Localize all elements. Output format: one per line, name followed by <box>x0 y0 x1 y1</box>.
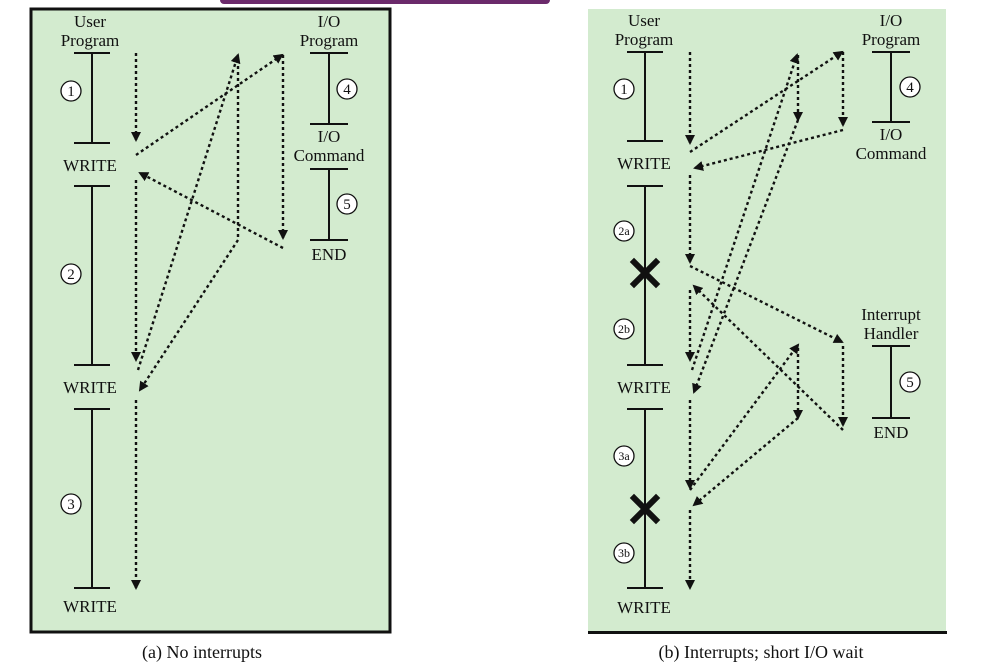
top-accent-bar <box>220 0 550 4</box>
write-label-1-b: WRITE <box>617 154 671 173</box>
step-5-number-b: 5 <box>906 375 914 391</box>
user-program-label-line2: Program <box>61 31 120 50</box>
step-2b-marker <box>613 318 635 340</box>
io-program-label-line1-b: I/O <box>880 11 903 30</box>
step-5-marker-b <box>899 371 921 393</box>
flow-b-return-1 <box>693 128 844 171</box>
step-1-marker-b <box>613 78 635 100</box>
user-program-label-line1-b: User <box>628 11 660 30</box>
end-label-b: END <box>874 423 909 442</box>
segment-4-bracket <box>310 52 348 125</box>
flow-b-return-3 <box>692 119 800 394</box>
flow-b-return-4 <box>692 417 799 507</box>
step-5-number: 5 <box>343 197 351 213</box>
write-label-3-b: WRITE <box>617 598 671 617</box>
step-2a-number: 2a <box>618 224 630 238</box>
step-4-marker-b <box>899 76 921 98</box>
caption-b: (b) Interrupts; short I/O wait <box>659 642 864 663</box>
interrupt-handler-label-line1: Interrupt <box>861 305 921 324</box>
step-3b-number: 3b <box>618 546 630 560</box>
interrupt-x-mark-2 <box>629 493 661 525</box>
step-2-marker <box>60 263 82 285</box>
step-3a-marker <box>613 445 635 467</box>
io-program-label-line2: Program <box>300 31 359 50</box>
step-4-number: 4 <box>343 82 351 98</box>
io-command-label-line2: Command <box>294 146 365 165</box>
flow-a-call-io-2 <box>136 53 241 371</box>
interrupt-handler-label-line2: Handler <box>864 324 919 343</box>
io-program-label-line1: I/O <box>318 12 341 31</box>
segment-3-bracket <box>74 408 110 589</box>
segment-2-bracket <box>74 185 110 366</box>
segment-4-bracket-b <box>872 51 910 123</box>
step-3b-marker <box>613 542 635 564</box>
user-program-label-line2-b: Program <box>615 30 674 49</box>
step-5-marker <box>336 193 358 215</box>
segment-1-bracket <box>74 52 110 144</box>
flow-b-return-2 <box>692 284 844 431</box>
panel-b-background <box>588 9 946 632</box>
step-3-marker <box>60 493 82 515</box>
end-label: END <box>312 245 347 264</box>
write-label-3: WRITE <box>63 597 117 616</box>
step-3a-number: 3a <box>618 449 630 463</box>
flow-b-call-io-2 <box>690 53 800 371</box>
io-program-label-line2-b: Program <box>862 30 921 49</box>
caption-a: (a) No interrupts <box>142 642 262 663</box>
flow-b-call-io <box>689 50 844 154</box>
interrupt-x-mark-1 <box>629 257 661 289</box>
flow-a-return-1 <box>138 171 284 250</box>
step-1-number: 1 <box>67 84 75 100</box>
panel-a: User Program 1 WRITE 2 WRITE 3 WRITE I/O… <box>29 7 392 634</box>
io-command-label-line2-b: Command <box>856 144 927 163</box>
user-program-label-line1: User <box>74 12 106 31</box>
step-2-number: 2 <box>67 267 75 283</box>
write-label-2: WRITE <box>63 378 117 397</box>
step-2b-number: 2b <box>618 322 630 336</box>
io-command-label-line1-b: I/O <box>880 125 903 144</box>
write-label-2-b: WRITE <box>617 378 671 397</box>
panel-a-background <box>29 7 392 634</box>
segment-5-bracket-b <box>872 345 910 419</box>
step-4-number-b: 4 <box>906 80 914 96</box>
step-4-marker <box>336 78 358 100</box>
step-1-number-b: 1 <box>620 82 628 98</box>
step-2a-marker <box>613 220 635 242</box>
flow-b-interrupt-1 <box>689 264 844 344</box>
write-label-1: WRITE <box>63 156 117 175</box>
flow-b-interrupt-2 <box>689 343 800 491</box>
step-1-marker <box>60 80 82 102</box>
io-command-label-line1: I/O <box>318 127 341 146</box>
step-3-number: 3 <box>67 497 75 513</box>
panel-b: User Program 1 WRITE 2a 2b WRITE 3a 3b W… <box>588 9 947 634</box>
segment-1-bracket-b <box>627 51 663 142</box>
segment-3-bracket-b <box>627 408 663 589</box>
segment-5-bracket <box>310 168 348 241</box>
